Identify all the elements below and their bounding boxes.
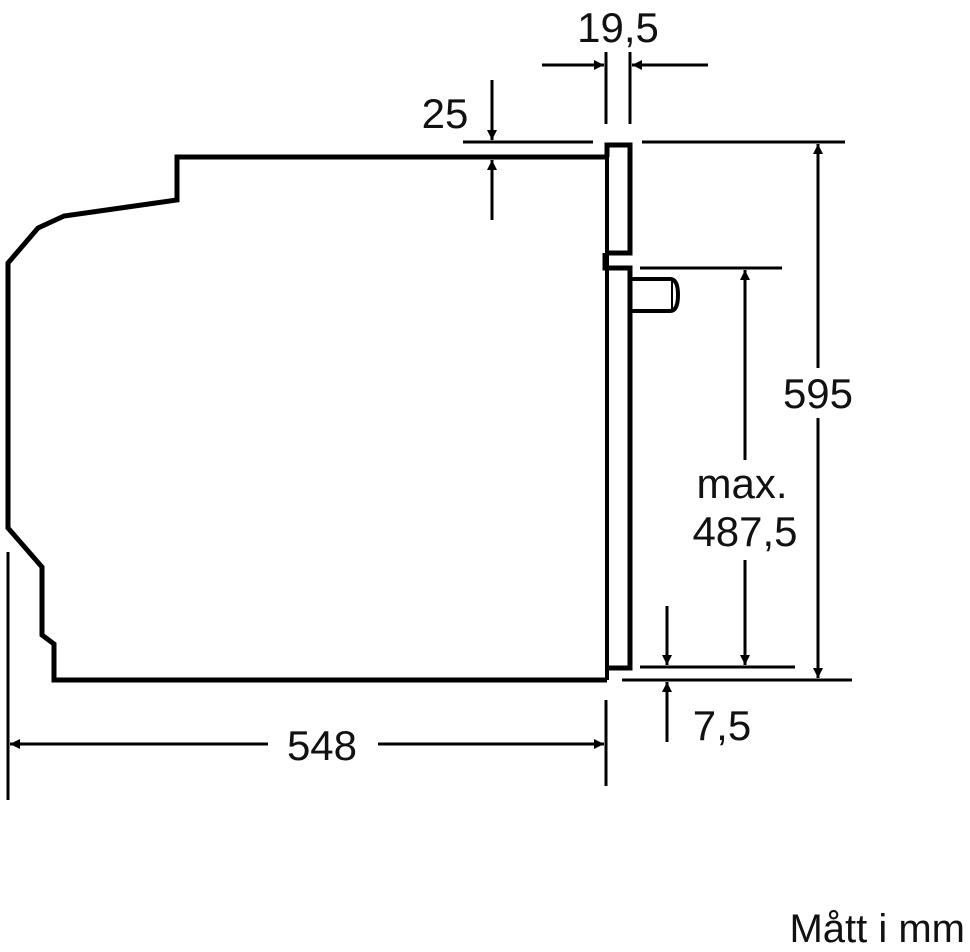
label-bg [682,462,806,558]
oven-handle [630,277,681,313]
oven-front-panel [602,142,633,680]
dimension-max-height [640,266,795,669]
label-top-gap: 25 [422,90,469,137]
dimension-top-gap [463,80,593,220]
label-bottom-offset: 7,5 [693,702,751,749]
dimension-depth [6,552,608,800]
label-depth: 548 [287,722,357,769]
dimension-front-thickness [542,52,708,124]
label-front-thickness: 19,5 [577,4,659,51]
label-max: max. [696,460,787,507]
label-total-height: 595 [783,370,853,417]
unit-note: Mått i mm [789,907,965,951]
label-max-height: 487,5 [692,508,797,555]
oven-body-outline [5,154,607,683]
label-bg [775,368,861,418]
